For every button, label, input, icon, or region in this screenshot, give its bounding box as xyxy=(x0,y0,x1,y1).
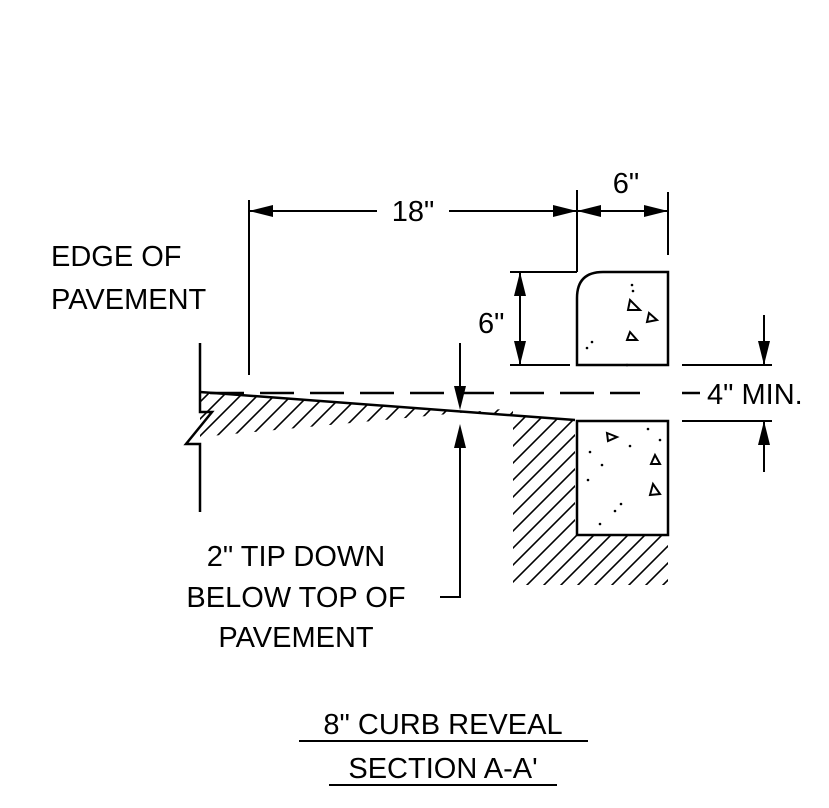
dimension-18: 18" xyxy=(248,190,578,375)
title-line1: 8" CURB REVEAL xyxy=(323,709,562,741)
hatch-line xyxy=(511,393,668,585)
hatch-line xyxy=(200,393,257,585)
hatch-line xyxy=(630,393,668,585)
hatch-line xyxy=(528,393,668,585)
hatch-line xyxy=(200,393,291,585)
hatch-line xyxy=(596,393,668,585)
hatch-line xyxy=(664,393,668,585)
dimension-4-min-label: 4" MIN. xyxy=(707,379,803,411)
hatch-line xyxy=(494,393,668,585)
tip-down-line1: 2" TIP DOWN xyxy=(207,541,385,573)
dimension-6-width-label: 6" xyxy=(613,168,639,200)
dimension-6-height: 6" xyxy=(478,271,577,366)
dimension-18-label: 18" xyxy=(392,196,435,228)
pavement-surface-line xyxy=(199,390,576,422)
dimension-6-height-label: 6" xyxy=(478,308,504,340)
hatch-line xyxy=(613,393,668,585)
hatch-line xyxy=(647,393,668,585)
hatch-line xyxy=(0,380,120,600)
curb-upper-block xyxy=(575,270,670,367)
hatch-line xyxy=(200,393,206,585)
hatch-line xyxy=(562,393,668,585)
hatch-line xyxy=(200,393,240,585)
pavement-break-line xyxy=(183,343,215,512)
hatch-line xyxy=(200,393,223,585)
hatch-line xyxy=(0,380,137,600)
soil-hatching xyxy=(0,380,668,600)
hatch-line xyxy=(200,393,308,585)
hatch-line xyxy=(0,380,154,600)
curb-lower-block xyxy=(575,419,670,537)
hatch-line xyxy=(0,380,188,600)
tip-down-line2: BELOW TOP OF xyxy=(186,582,405,614)
concrete-dots xyxy=(585,283,662,526)
edge-of-pavement-line1: EDGE OF xyxy=(51,241,182,273)
dimension-4-min: 4" MIN. xyxy=(682,315,803,472)
tip-down-leader xyxy=(440,343,466,598)
title-line2: SECTION A-A' xyxy=(348,753,537,785)
tip-down-line3: PAVEMENT xyxy=(218,622,374,654)
hatch-line xyxy=(200,393,274,585)
hatch-line xyxy=(579,393,668,585)
concrete-aggregate xyxy=(605,297,662,497)
dimension-6-width: 6" xyxy=(577,168,669,255)
hatch-line xyxy=(0,380,171,600)
edge-of-pavement-line2: PAVEMENT xyxy=(51,284,207,316)
